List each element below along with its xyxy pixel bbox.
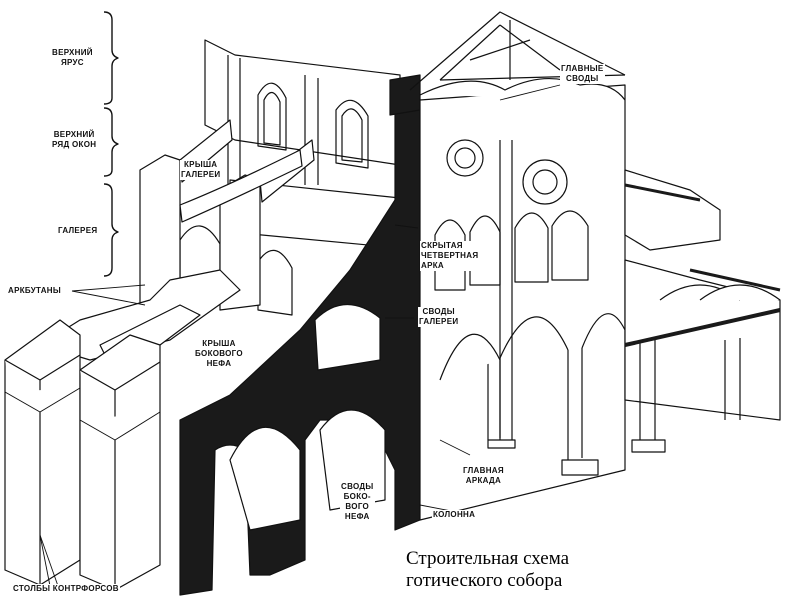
label-gallery-roof-line2: ГАЛЕРЕИ: [181, 170, 221, 179]
label-main-arcade: ГЛАВНАЯ АРКАДА: [462, 466, 505, 486]
label-gallery: ГАЛЕРЕЯ: [58, 226, 98, 235]
label-aisle-vaults-line3: ВОГО: [345, 502, 370, 511]
label-clerestory-line1: ВЕРХНИЙ: [53, 130, 95, 139]
label-gallery-vaults-line2: ГАЛЕРЕИ: [419, 317, 459, 326]
label-hidden-quarter-arch: СКРЫТАЯ ЧЕТВЕРТНАЯ АРКА: [420, 241, 480, 271]
label-column: КОЛОННА: [432, 510, 477, 520]
caption-line1: Строительная схема: [406, 548, 570, 569]
right-aisle: [624, 169, 781, 453]
label-hidden-quarter-arch-line2: ЧЕТВЕРТНАЯ: [421, 251, 479, 260]
label-aisle-vaults-line4: НЕФА: [344, 512, 370, 521]
label-main-vaults: ГЛАВНЫЕ СВОДЫ: [560, 64, 605, 84]
label-aisle-vaults: СВОДЫ БОКО- ВОГО НЕФА: [340, 482, 375, 522]
label-gallery-roof-line1: КРЫША: [184, 160, 218, 169]
label-aisle-vaults-line2: БОКО-: [343, 492, 371, 501]
label-aisle-roof-line3: НЕФА: [206, 359, 232, 368]
label-gallery-vaults-line1: СВОДЫ: [422, 307, 455, 316]
diagram-caption: Строительная схема готического собора: [406, 548, 569, 592]
label-main-vaults-line1: ГЛАВНЫЕ: [561, 64, 604, 73]
label-clerestory: ВЕРХНИЙ РЯД ОКОН: [52, 130, 96, 150]
label-aisle-roof-line2: БОКОВОГО: [195, 349, 243, 358]
label-clerestory-line2: РЯД ОКОН: [52, 140, 97, 149]
flying-buttresses: [39, 119, 315, 366]
label-flying-buttresses: АРКБУТАНЫ: [8, 286, 61, 295]
label-main-arcade-line2: АРКАДА: [465, 476, 502, 485]
label-hidden-quarter-arch-line1: СКРЫТАЯ: [421, 241, 463, 250]
label-main-vaults-line2: СВОДЫ: [566, 74, 599, 83]
label-gallery-roof: КРЫША ГАЛЕРЕИ: [180, 160, 222, 180]
label-aisle-roof-line1: КРЫША: [202, 339, 236, 348]
caption-line2: готического собора: [406, 570, 563, 591]
label-aisle-vaults-line1: СВОДЫ: [341, 482, 374, 491]
tier-brackets: [103, 11, 119, 277]
cross-section-solid: [179, 74, 421, 596]
label-upper-tier-line2: ЯРУС: [60, 58, 84, 67]
label-hidden-quarter-arch-line3: АРКА: [421, 261, 444, 270]
buttress-piers: [4, 319, 161, 591]
label-upper-tier: ВЕРХНИЙ ЯРУС: [52, 48, 93, 68]
label-buttress-piers: СТОЛБЫ КОНТРФОРСОВ: [12, 584, 120, 594]
label-upper-tier-line1: ВЕРХНИЙ: [52, 48, 93, 57]
label-aisle-roof: КРЫША БОКОВОГО НЕФА: [194, 339, 244, 369]
label-gallery-vaults: СВОДЫ ГАЛЕРЕИ: [418, 307, 460, 327]
nave-interior: [419, 77, 626, 521]
label-main-arcade-line1: ГЛАВНАЯ: [463, 466, 504, 475]
